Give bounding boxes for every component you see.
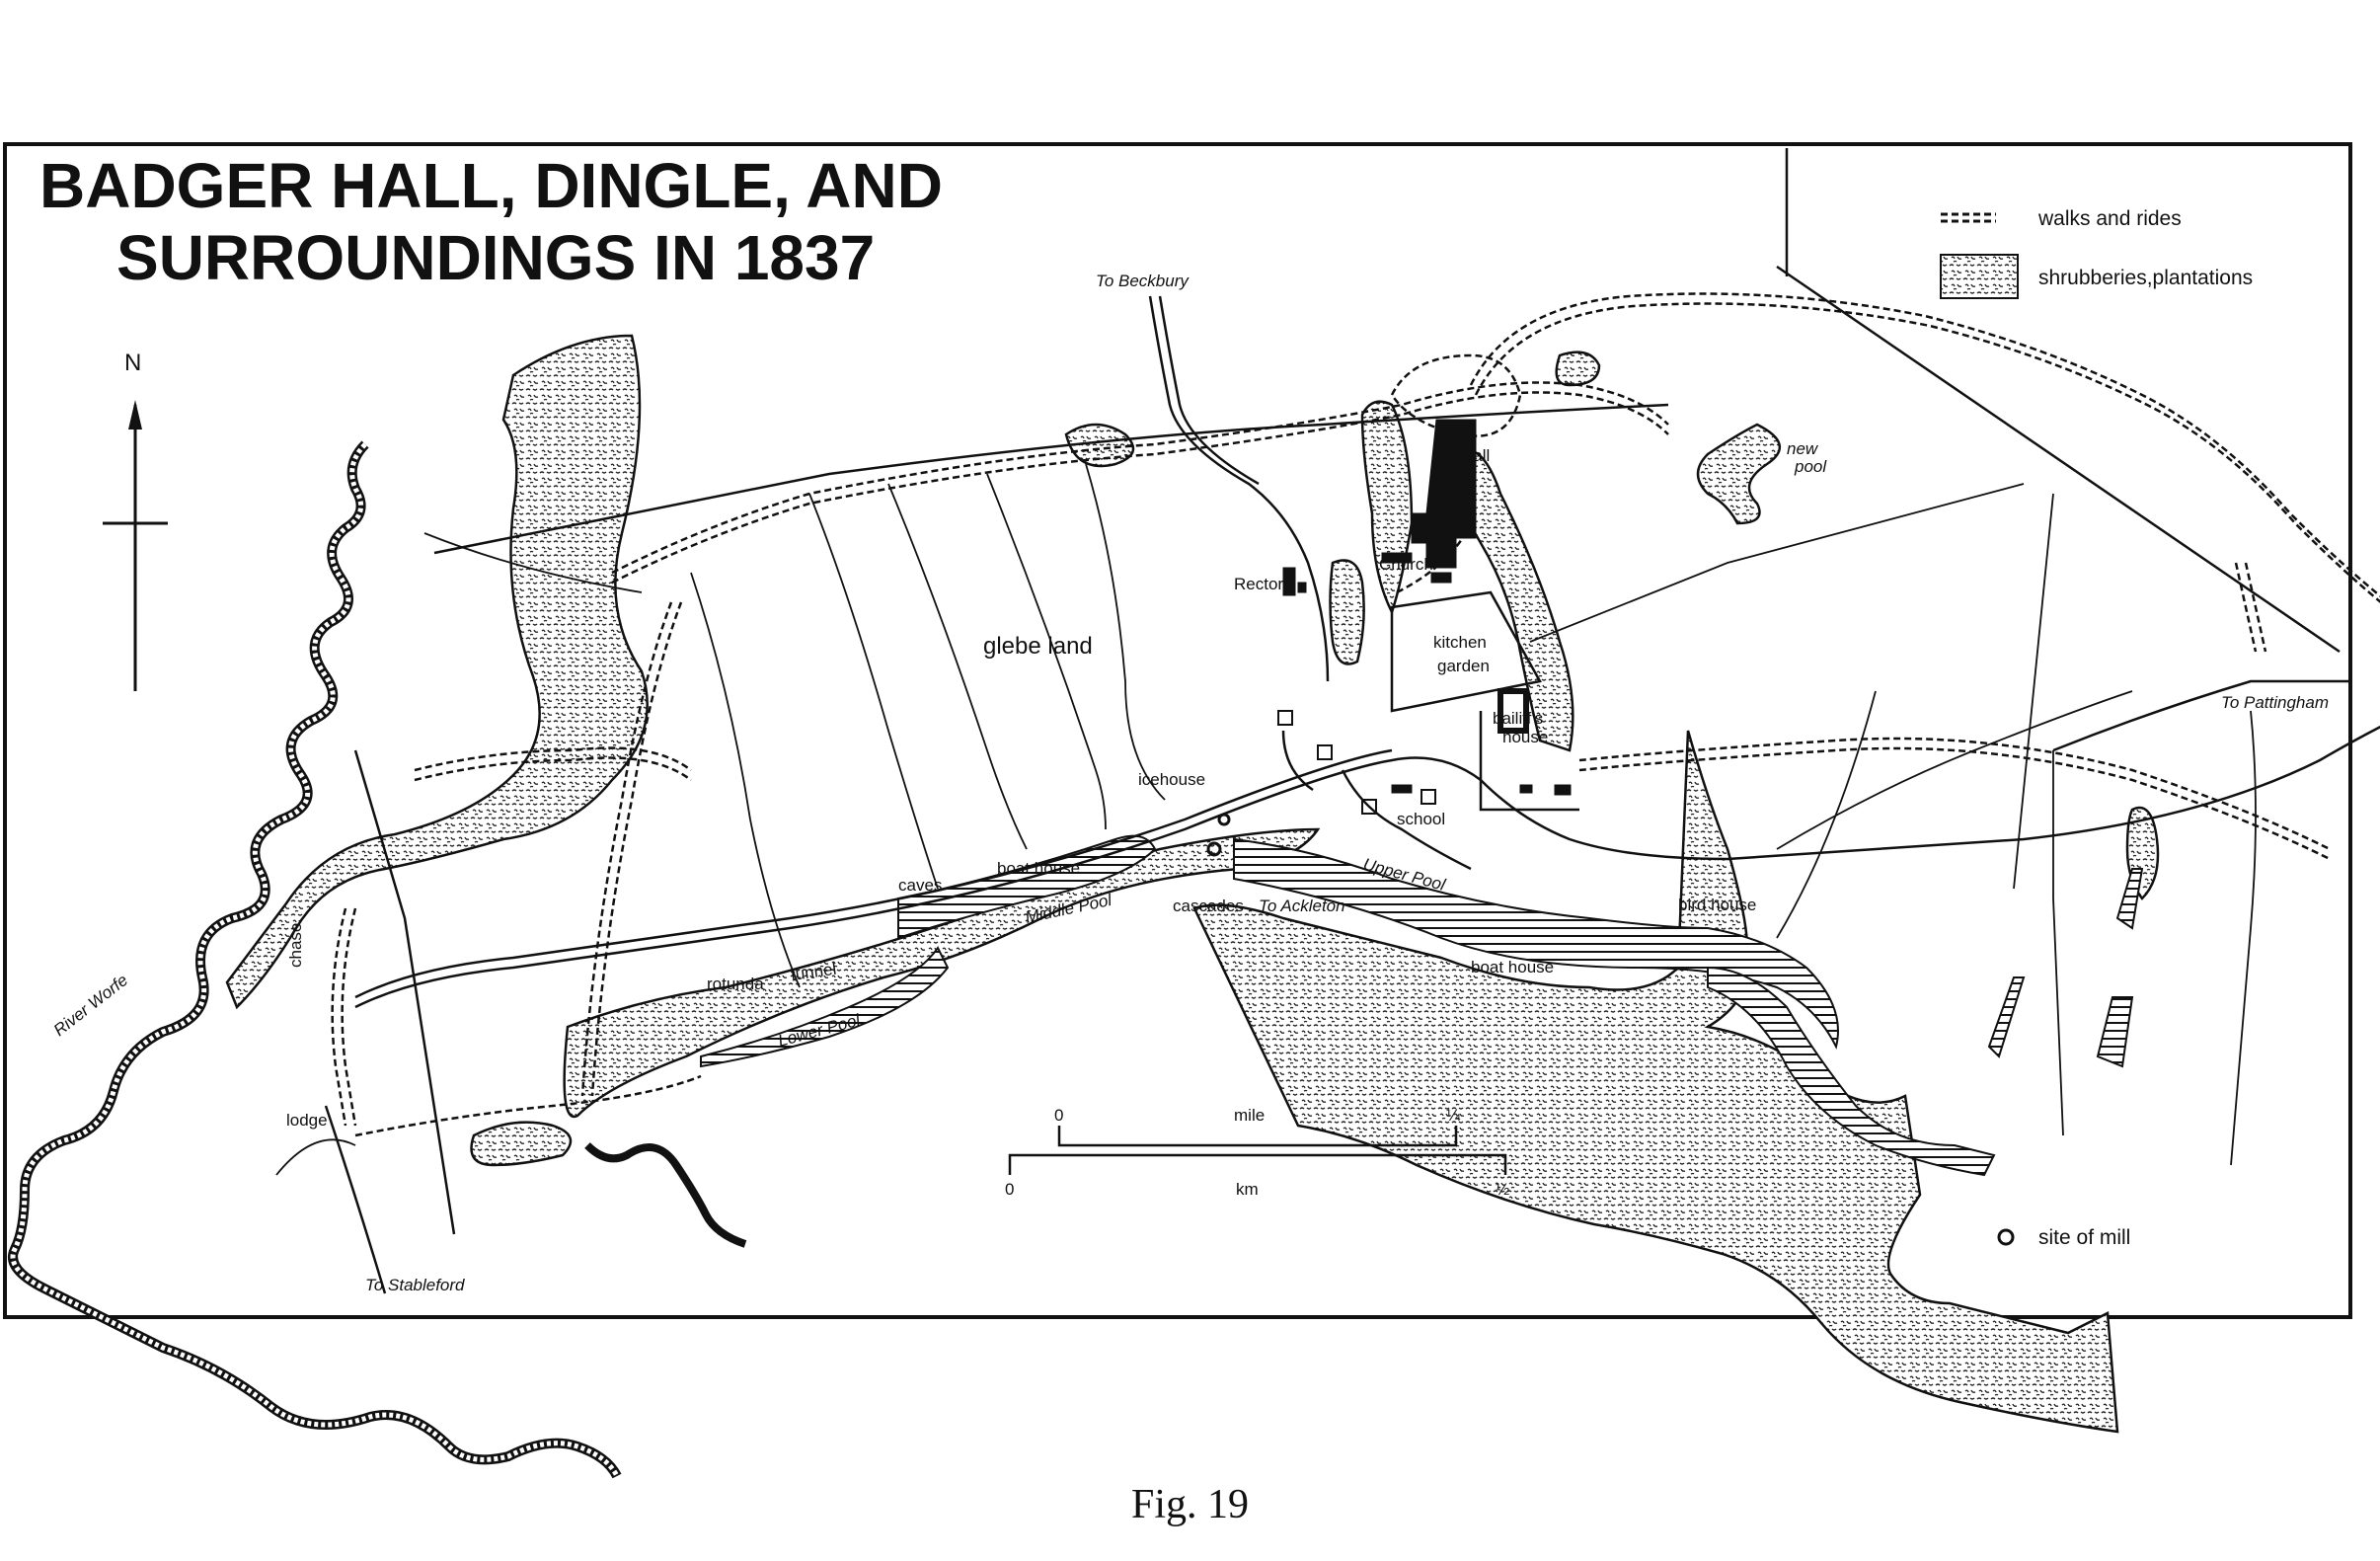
map-title-line1: BADGER HALL, DINGLE, AND [39, 150, 943, 221]
upper-pool [1233, 837, 1839, 1050]
buildings [1277, 419, 1572, 815]
label-chase: chase [286, 923, 305, 968]
mill-legend-label: site of mill [2038, 1226, 2130, 1249]
scale-mile-label: mile [1234, 1106, 1265, 1125]
label-new: new [1787, 439, 1819, 458]
walks-legend-label: walks and rides [2037, 207, 2182, 230]
label-rectory: Rectory [1234, 575, 1292, 593]
label-boat-house-1: boat house [997, 859, 1080, 878]
mill-legend-symbol [1997, 1228, 2015, 1246]
shrubberies-legend-symbol [1940, 254, 2019, 299]
map-border [3, 142, 2352, 1319]
scale-bar [1008, 1126, 1507, 1175]
north-arrow: N [103, 350, 168, 691]
label-to-stableford: To Stableford [365, 1276, 465, 1294]
label-lower-pool: Lower Pool [776, 1010, 863, 1051]
label-hall: Hall [1461, 446, 1490, 465]
kitchen-garden [1390, 590, 1542, 713]
label-icehouse: icehouse [1138, 770, 1205, 789]
north-label: N [124, 350, 141, 376]
label-to-beckbury: To Beckbury [1096, 272, 1190, 290]
scale-km-start: 0 [1005, 1180, 1014, 1199]
field-boundaries [275, 463, 2257, 1176]
label-lodge: lodge [286, 1111, 328, 1130]
shrubberies-legend-label: shrubberies,plantations [2038, 267, 2253, 289]
enclosures [1281, 590, 1579, 871]
roads [324, 148, 2380, 1294]
label-river: River Worfe [50, 971, 131, 1040]
river-worfe [8, 440, 747, 1479]
middle-pool [897, 834, 1157, 940]
map-title-line2: SURROUNDINGS IN 1837 [116, 222, 875, 293]
scale-km-end: ½ [1496, 1180, 1509, 1199]
label-pool: pool [1794, 457, 1827, 476]
label-boat-house-2: boat house [1471, 958, 1554, 976]
label-rotunda: rotunda [707, 975, 764, 993]
plantations [225, 334, 2160, 1434]
label-garden: garden [1437, 657, 1490, 675]
label-to-ackleton: To Ackleton [1259, 897, 1345, 915]
figure-caption: Fig. 19 [1130, 1482, 1250, 1527]
scale-km-label: km [1236, 1180, 1259, 1199]
label-bailiff: bailiff's [1493, 709, 1543, 728]
legend: walks and rides shrubberies,plantations … [1940, 207, 2253, 1249]
label-school: school [1397, 810, 1445, 828]
label-kitchen: kitchen [1433, 633, 1487, 652]
label-bailiff-house: house [1502, 728, 1548, 746]
label-to-pattingham: To Pattingham [2221, 693, 2329, 712]
label-glebe: glebe land [983, 633, 1093, 660]
mill-sites [1206, 813, 1231, 857]
scale-mile-start: 0 [1054, 1106, 1063, 1125]
hall-building [1411, 419, 1477, 569]
label-bird-house: bird house [1678, 896, 1756, 914]
scale-mile-end: ¼ [1446, 1106, 1461, 1125]
pools [700, 834, 2144, 1177]
label-church: Church [1379, 555, 1433, 574]
label-cascades: cascades [1173, 897, 1244, 915]
lower-pool [700, 946, 950, 1068]
label-caves: caves [898, 876, 942, 895]
